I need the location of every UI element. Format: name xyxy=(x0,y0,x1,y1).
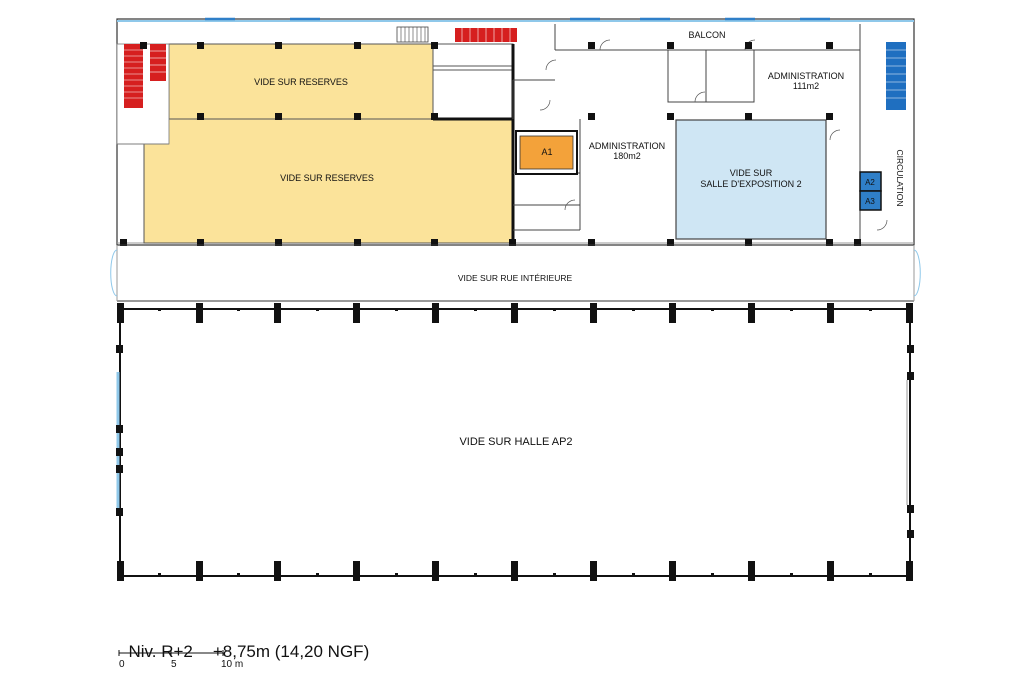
expo-label-line2: SALLE D'EXPOSITION 2 xyxy=(700,179,801,189)
stairs-red-top xyxy=(455,28,517,42)
stairs-blue-right xyxy=(886,42,906,110)
halle-pillars xyxy=(116,303,914,581)
level-name: Niv. R+2 xyxy=(128,642,193,661)
reserves-top-label: VIDE SUR RESERVES xyxy=(254,77,348,87)
stairs-grey-top xyxy=(396,26,429,43)
elevator-a1 xyxy=(515,130,578,175)
stairs-red-left xyxy=(124,44,166,108)
level-altitude: +8,75m (14,20 NGF) xyxy=(212,642,370,661)
scale-tick-10: 10 m xyxy=(221,659,243,670)
admin-mid-label: ADMINISTRATION xyxy=(589,141,665,151)
reserves-zone-top xyxy=(168,43,434,120)
upper-pillars xyxy=(120,42,861,246)
reserves-bottom-label: VIDE SUR RESERVES xyxy=(280,173,374,183)
rue-interieure xyxy=(110,244,921,302)
level-caption: Niv. R+2 +8,75m (14,20 NGF) xyxy=(119,622,389,662)
admin-mid-area: 180m2 xyxy=(613,151,641,161)
elevator-a3-label: A3 xyxy=(865,197,875,206)
scale-tick-5: 5 xyxy=(171,659,177,670)
balcon-label: BALCON xyxy=(688,30,725,40)
elevator-a3 xyxy=(859,190,882,211)
admin-top-label: ADMINISTRATION xyxy=(768,71,844,81)
circulation-label: CIRCULATION xyxy=(895,150,905,207)
expo-zone xyxy=(675,119,827,240)
expo-label-line1: VIDE SUR xyxy=(730,168,773,178)
scale-tick-0: 0 xyxy=(119,659,125,670)
rue-label: VIDE SUR RUE INTÉRIEURE xyxy=(458,273,573,283)
scale-bar: 0 5 10 m xyxy=(118,650,243,670)
elevator-a2-label: A2 xyxy=(865,178,875,187)
elevator-a1-label: A1 xyxy=(541,147,552,157)
halle-label: VIDE SUR HALLE AP2 xyxy=(459,436,572,448)
admin-top-area: 111m2 xyxy=(793,81,819,91)
